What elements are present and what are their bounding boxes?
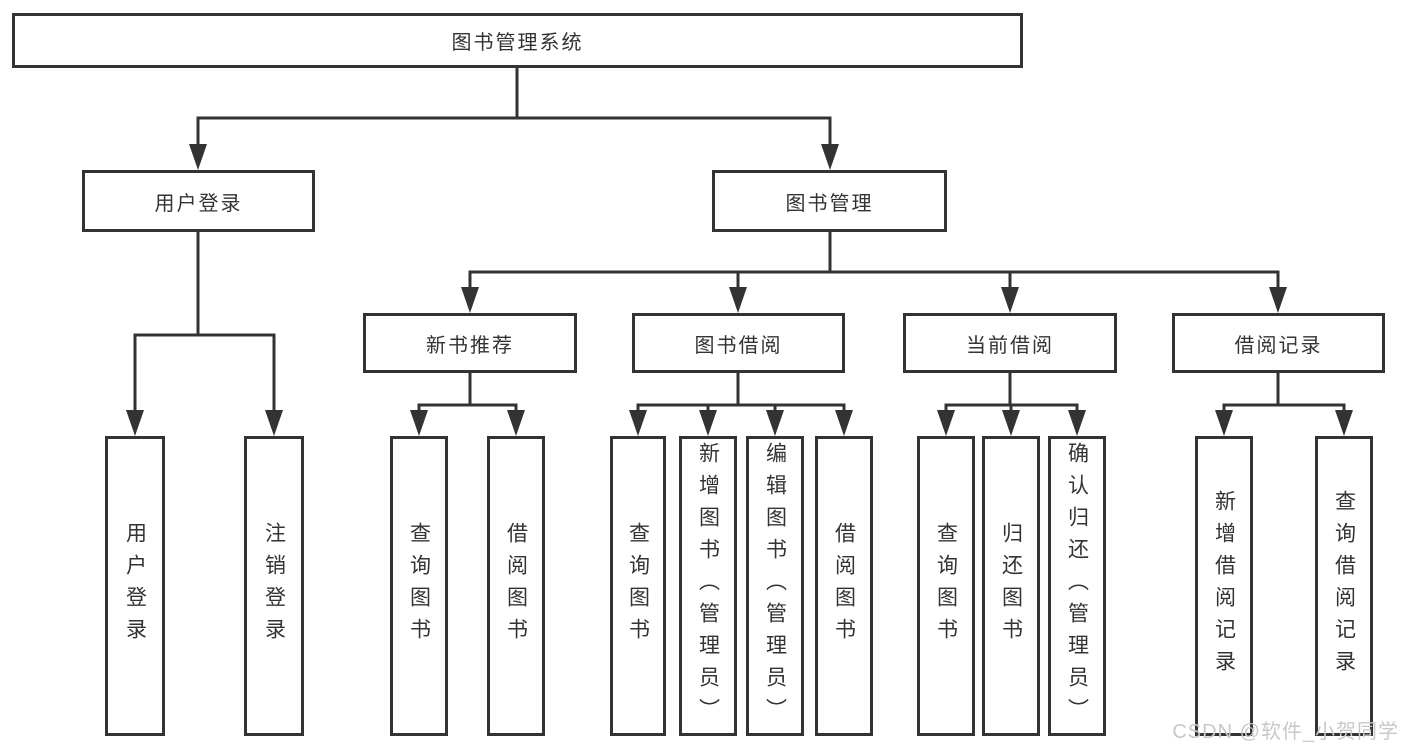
node-book-management: 图书管理 xyxy=(712,170,947,232)
node-label: 查询图书 xyxy=(626,522,650,650)
connector-arrow xyxy=(189,144,207,170)
node-label: 借阅图书 xyxy=(832,522,856,650)
node-label: 用户登录 xyxy=(123,522,147,650)
connector-arrow xyxy=(126,410,144,436)
leaf-confirm-return-admin: 确认归还（管理员） xyxy=(1048,436,1106,736)
leaf-query-borrow-record: 查询借阅记录 xyxy=(1315,436,1373,736)
connector-arrow xyxy=(699,410,717,436)
connector-arrow xyxy=(766,410,784,436)
connector-arrow xyxy=(629,410,647,436)
leaf-borrow-books-2: 借阅图书 xyxy=(815,436,873,736)
connector-arrow xyxy=(835,410,853,436)
connector-arrow xyxy=(1215,410,1233,436)
connector-arrow xyxy=(937,410,955,436)
connector-arrow xyxy=(821,144,839,170)
leaf-query-books-2: 查询图书 xyxy=(610,436,666,736)
node-label: 新增图书（管理员） xyxy=(696,442,720,730)
leaf-user-login: 用户登录 xyxy=(105,436,165,736)
connector-arrow xyxy=(1068,410,1086,436)
leaf-edit-books-admin: 编辑图书（管理员） xyxy=(746,436,804,736)
node-label: 查询图书 xyxy=(407,522,431,650)
leaf-borrow-books-1: 借阅图书 xyxy=(487,436,545,736)
leaf-add-books-admin: 新增图书（管理员） xyxy=(679,436,737,736)
connector-arrow xyxy=(1269,287,1287,313)
connector-arrow xyxy=(1335,410,1353,436)
node-borrow-records: 借阅记录 xyxy=(1172,313,1385,373)
connector-arrow xyxy=(265,410,283,436)
node-label: 当前借阅 xyxy=(966,334,1054,357)
node-current-borrow: 当前借阅 xyxy=(903,313,1117,373)
connector-arrow xyxy=(461,287,479,313)
node-label: 图书管理系统 xyxy=(451,32,584,54)
node-label: 新书推荐 xyxy=(426,334,514,357)
leaf-query-books-3: 查询图书 xyxy=(917,436,975,736)
node-user-login: 用户登录 xyxy=(82,170,315,232)
leaf-return-books: 归还图书 xyxy=(982,436,1040,736)
connector-arrow xyxy=(729,287,747,313)
connector-root xyxy=(196,66,832,150)
connector-new-book-rec xyxy=(417,371,518,415)
node-library-system: 图书管理系统 xyxy=(12,13,1023,68)
node-book-borrow: 图书借阅 xyxy=(632,313,845,373)
node-label: 新增借阅记录 xyxy=(1212,490,1236,682)
node-label: 确认归还（管理员） xyxy=(1065,442,1089,730)
connector-user-login xyxy=(133,230,276,416)
leaf-query-books-1: 查询图书 xyxy=(390,436,448,736)
leaf-add-borrow-record: 新增借阅记录 xyxy=(1195,436,1253,736)
csdn-watermark: CSDN @软件_小贺同学 xyxy=(1172,721,1399,743)
connector-book-borrow xyxy=(636,371,846,415)
node-label: 归还图书 xyxy=(999,522,1023,650)
node-label: 用户登录 xyxy=(154,192,243,215)
leaf-logout: 注销登录 xyxy=(244,436,304,736)
node-new-book-recommend: 新书推荐 xyxy=(363,313,577,373)
node-label: 查询图书 xyxy=(934,522,958,650)
node-label: 借阅记录 xyxy=(1234,334,1323,357)
connector-arrow xyxy=(507,410,525,436)
connector-arrow xyxy=(410,410,428,436)
node-label: 借阅图书 xyxy=(504,522,528,650)
connector-current-borrow xyxy=(944,371,1079,415)
node-label: 编辑图书（管理员） xyxy=(763,442,787,730)
node-label: 注销登录 xyxy=(262,522,286,650)
node-label: 查询借阅记录 xyxy=(1332,490,1356,682)
connector-book-mgmt xyxy=(468,230,1280,292)
node-label: 图书管理 xyxy=(785,192,874,215)
connector-borrow-records xyxy=(1222,371,1346,415)
connector-arrow xyxy=(1002,410,1020,436)
node-label: 图书借阅 xyxy=(694,334,783,357)
connector-arrow xyxy=(1001,287,1019,313)
